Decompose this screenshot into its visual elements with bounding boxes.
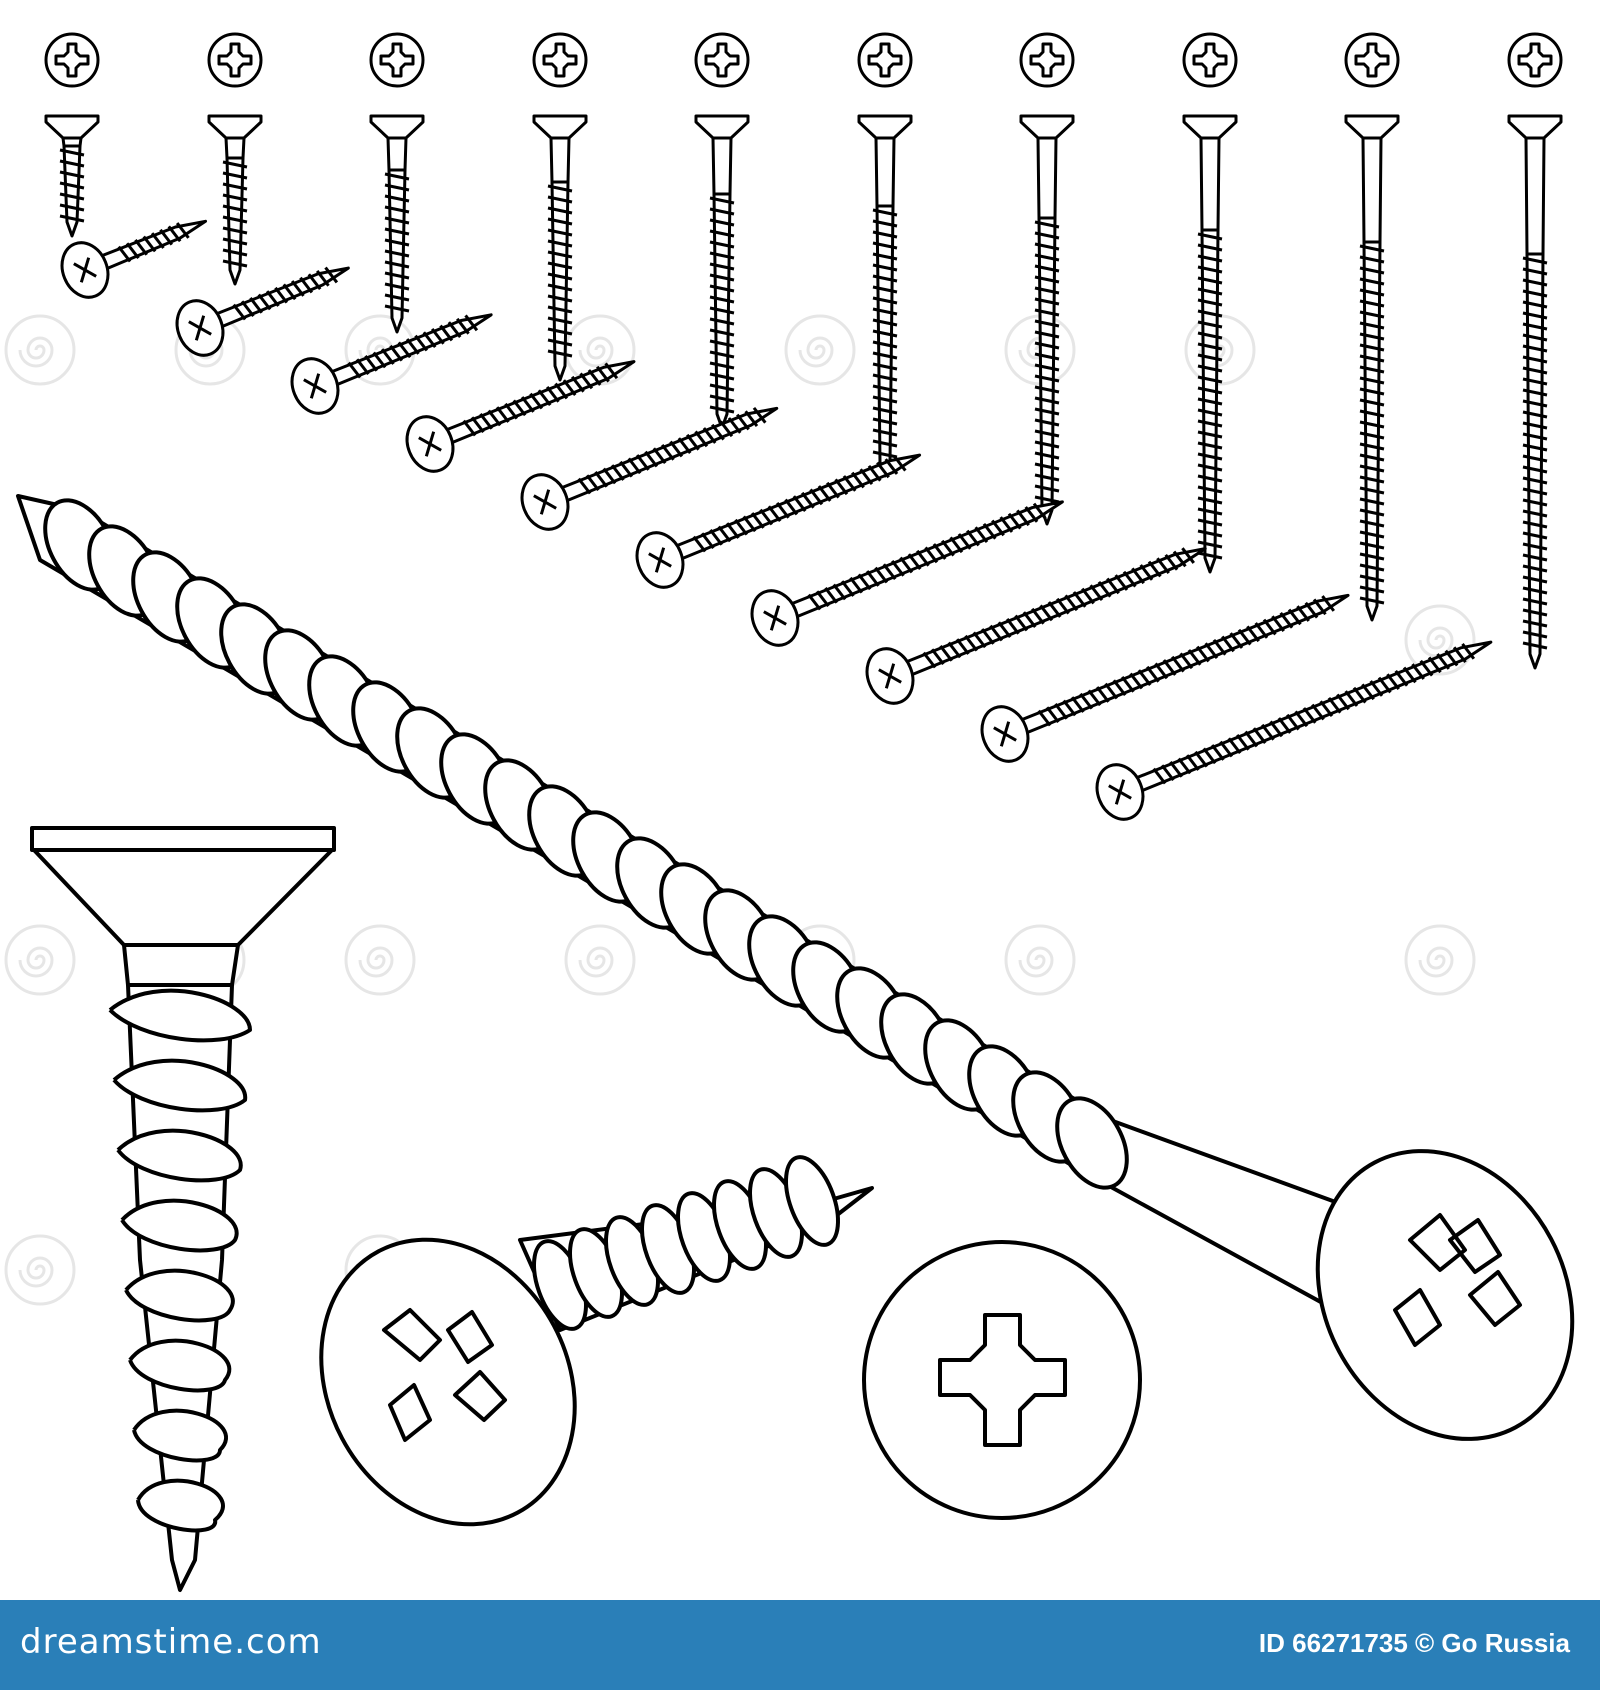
watermark-swirl-icon xyxy=(4,314,76,386)
thread-ridge xyxy=(128,1338,232,1393)
phillips-head-top-view xyxy=(862,1240,1142,1520)
watermark-swirl-icon xyxy=(1004,924,1076,996)
phillips-head-icon xyxy=(1019,32,1075,88)
vertical-screw xyxy=(1344,114,1400,622)
large-screw-head xyxy=(1315,1149,1575,1441)
diagonal-screw xyxy=(60,219,208,299)
thread-ring xyxy=(1055,1096,1129,1190)
thread-ridge xyxy=(112,1058,248,1113)
phillips-head-icon xyxy=(44,32,100,88)
diagonal-screw xyxy=(750,500,1064,647)
watermark-swirl-icon xyxy=(1404,924,1476,996)
thread-ridge xyxy=(108,988,252,1043)
stock-footer-bar: dreamstime.com ID 66271735 © Go Russia xyxy=(0,1600,1600,1690)
screw-head-row xyxy=(44,32,1563,88)
phillips-head-icon xyxy=(532,32,588,88)
vertical-screw-series xyxy=(44,114,1563,670)
vertical-screw xyxy=(1019,114,1075,526)
screw-illustration xyxy=(4,32,1575,1592)
thread-ridge xyxy=(124,1268,235,1323)
large-diagonal-screw xyxy=(16,494,1442,1342)
thread-ridge xyxy=(132,1408,228,1463)
diagonal-screw xyxy=(1095,640,1493,821)
phillips-head-icon xyxy=(369,32,425,88)
vertical-screw xyxy=(1507,114,1563,670)
diagonal-screw xyxy=(290,313,493,415)
phillips-head-icon xyxy=(694,32,750,88)
phillips-head-icon xyxy=(1182,32,1238,88)
vertical-screw xyxy=(1182,114,1238,574)
vertical-screw xyxy=(694,114,750,430)
vertical-screw xyxy=(207,114,263,286)
vertical-screw xyxy=(532,114,588,382)
diagonal-screw xyxy=(520,406,779,531)
thread-ridge xyxy=(116,1128,243,1183)
medium-angled-screw xyxy=(319,1155,874,1527)
phillips-head-icon xyxy=(1507,32,1563,88)
diagonal-screw xyxy=(980,593,1350,763)
diagonal-screw xyxy=(405,360,636,473)
watermark-swirl-icon xyxy=(4,924,76,996)
diagonal-screw xyxy=(175,266,350,357)
phillips-head-icon xyxy=(857,32,913,88)
thread-ridge xyxy=(120,1198,239,1253)
vertical-screw xyxy=(44,114,100,238)
diagonal-screw xyxy=(635,453,922,589)
vertical-screw xyxy=(857,114,913,478)
diagonal-screw-series xyxy=(60,219,1493,821)
watermark-swirl-icon xyxy=(784,314,856,386)
vertical-screw xyxy=(369,114,425,334)
stock-id-label: ID 66271735 © Go Russia xyxy=(1258,1628,1570,1658)
phillips-head-icon xyxy=(207,32,263,88)
thread-ridge xyxy=(136,1478,225,1533)
large-vertical-screw xyxy=(30,826,336,1592)
phillips-head-icon xyxy=(1344,32,1400,88)
watermark-swirl-icon xyxy=(4,1234,76,1306)
watermark-swirl-icon xyxy=(564,924,636,996)
thread-ring xyxy=(784,1155,840,1247)
watermark-swirl-icon xyxy=(344,924,416,996)
brand-logo-text[interactable]: dreamstime.com xyxy=(20,1622,322,1662)
diagonal-screw xyxy=(865,547,1207,705)
